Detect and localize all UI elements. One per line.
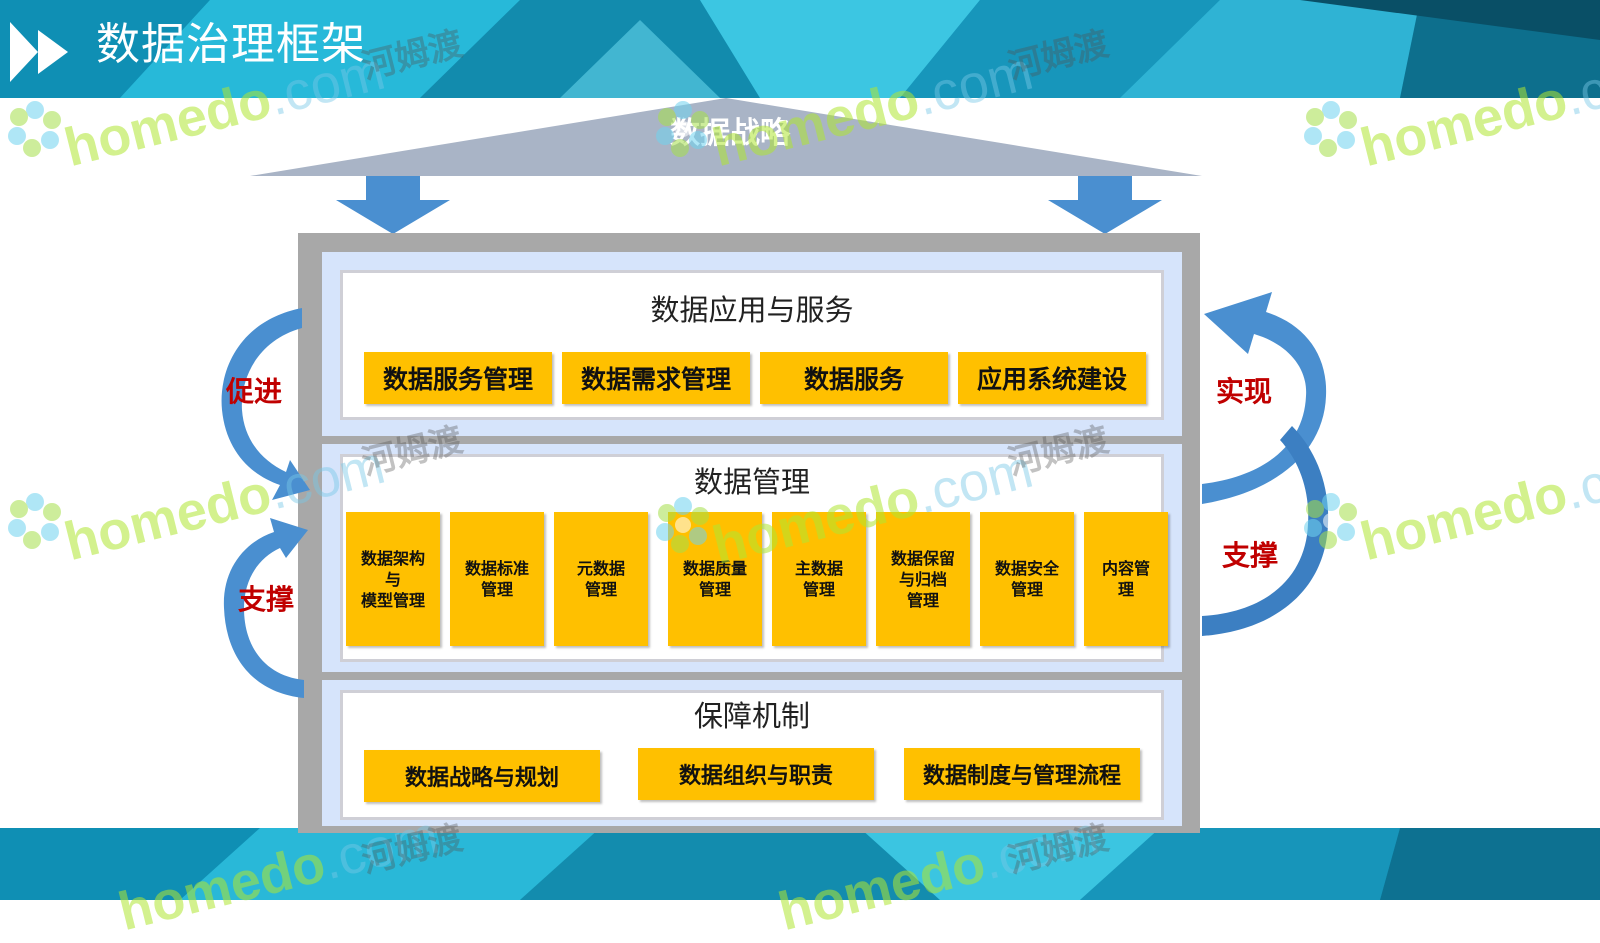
mgmt-item-content: 内容管 理 [1084,512,1168,646]
curved-arrow-left-bottom-icon [223,518,308,698]
watermark-flower-icon [8,493,61,549]
mgmt-item-standards: 数据标准 管理 [450,512,544,646]
side-label-support-right: 支撑 [1222,539,1279,572]
down-arrow-right-icon [1048,176,1162,234]
curved-arrow-left-top-icon [221,308,310,500]
mgmt-item-retention-label: 数据保留 与归档 管理 [890,548,955,610]
application-layer-title: 数据应用与服务 [650,293,854,327]
footer-band-background [0,828,1600,900]
mgmt-item-architecture: 数据架构 与 模型管理 [346,512,440,646]
play-double-icon [10,22,68,82]
watermark-flower-icon [1304,493,1357,549]
footer-band [0,828,1600,900]
mgmt-item-architecture-label: 数据架构 与 模型管理 [360,548,425,610]
watermark-logo-text: homedo [1354,463,1574,573]
watermark-flower-icon [656,497,709,553]
guarantee-layer-title: 保障机制 [693,699,810,733]
mgmt-item-metadata: 元数据 管理 [554,512,648,646]
guarantee-item-policy-process: 数据制度与管理流程 [904,748,1140,800]
mgmt-item-content-label: 内容管 理 [1101,559,1150,599]
strategy-roof [250,98,1202,176]
mgmt-item-security: 数据安全 管理 [980,512,1074,646]
mgmt-item-master-data: 主数据 管理 [772,512,866,646]
mgmt-item-standards-label: 数据标准 管理 [464,559,529,599]
management-layer-title: 数据管理 [693,465,810,499]
watermark-flower-icon [8,101,61,157]
page-title: 数据治理框架 [96,19,366,70]
header-band [0,0,1600,98]
guarantee-item-organization: 数据组织与职责 [638,748,874,800]
mgmt-item-retention: 数据保留 与归档 管理 [876,512,970,646]
strategy-roof-label: 数据战略 [670,116,790,151]
side-label-support-left: 支撑 [238,583,295,616]
mgmt-item-master-data-label: 主数据 管理 [794,559,843,599]
app-item-data-demand-management: 数据需求管理 [562,352,750,404]
side-label-realize: 实现 [1216,375,1273,408]
app-item-data-service: 数据服务 [760,352,948,404]
mgmt-item-security-label: 数据安全 管理 [994,559,1059,599]
down-arrow-left-icon [336,176,450,234]
app-item-application-system: 应用系统建设 [958,352,1146,404]
mgmt-item-quality: 数据质量 管理 [668,512,762,646]
mgmt-item-metadata-label: 元数据 管理 [576,559,625,599]
guarantee-item-strategy-planning: 数据战略与规划 [364,750,600,802]
watermark-flower-icon [656,101,709,157]
watermark-flower-icon [1304,101,1357,157]
header-band-background [0,0,1600,98]
side-label-promote: 促进 [226,375,283,408]
mgmt-item-quality-label: 数据质量 管理 [682,559,747,599]
curved-arrow-right-bottom-icon [1202,426,1329,636]
watermark-logo: homedo.com [1355,434,1600,573]
app-item-data-service-management: 数据服务管理 [364,352,552,404]
